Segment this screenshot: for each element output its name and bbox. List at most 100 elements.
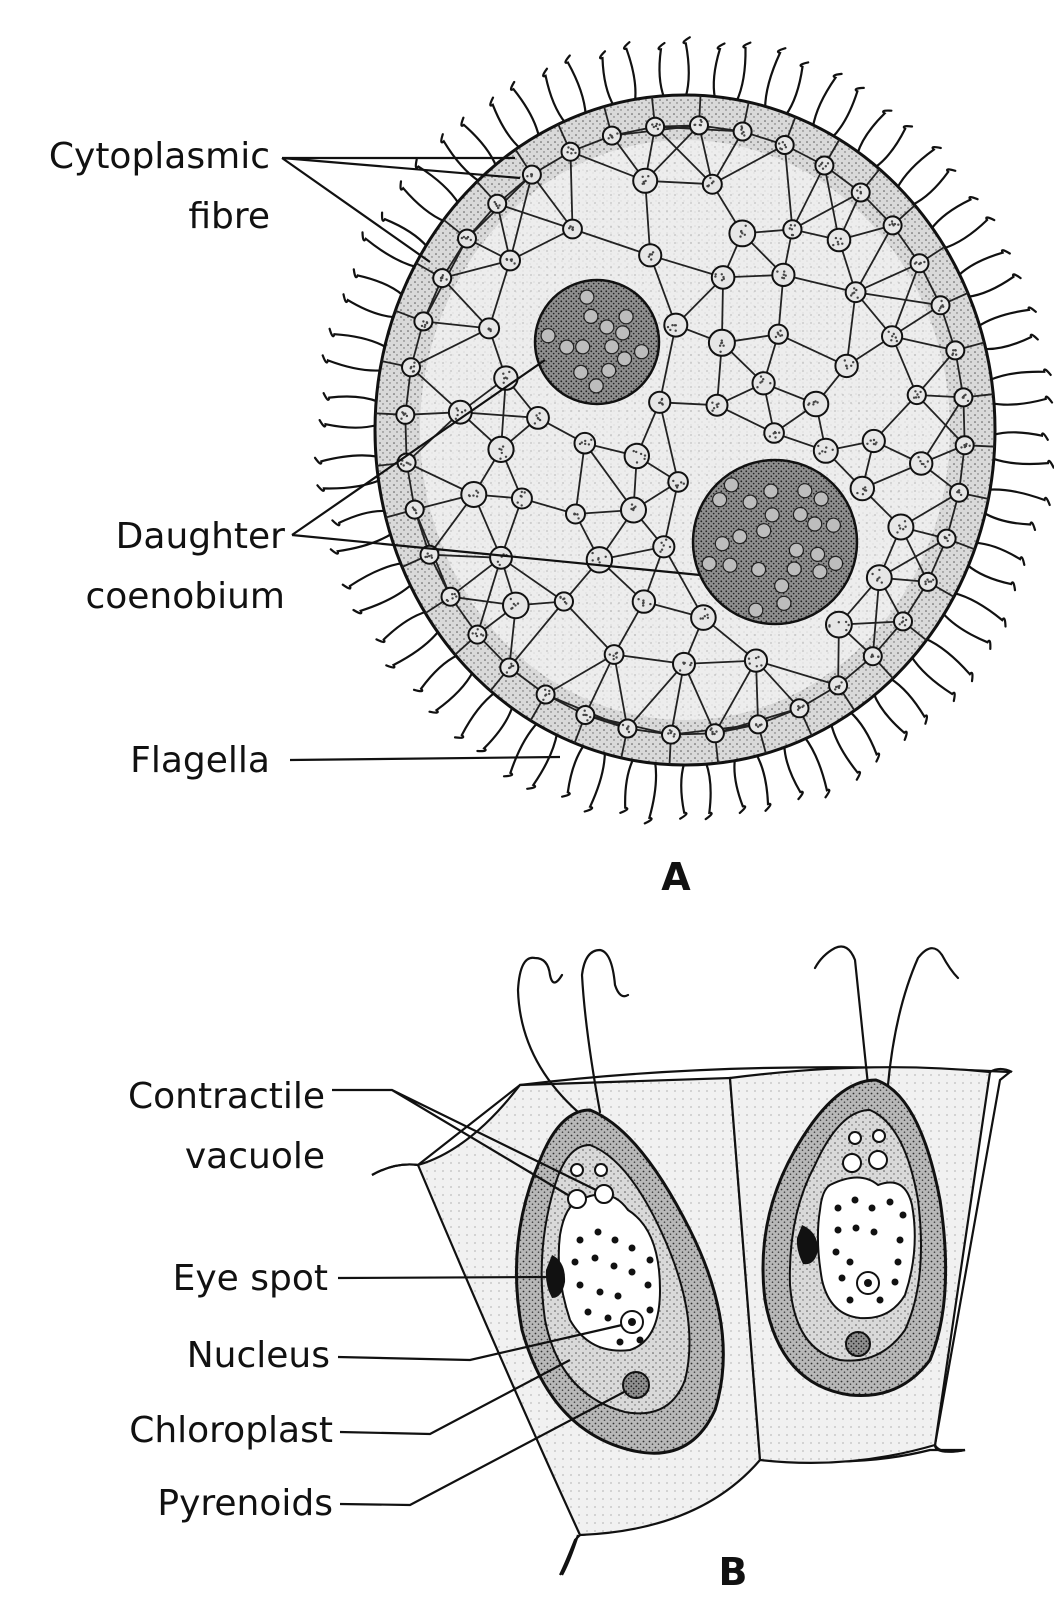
vegetative-cell [826, 612, 852, 638]
vegetative-cell [537, 686, 555, 704]
vegetative-cell [954, 388, 972, 406]
vegetative-cell [605, 645, 624, 664]
vegetative-cell [910, 452, 932, 474]
flagellum [784, 745, 802, 799]
vegetative-cell [523, 166, 541, 184]
flagellum [954, 593, 1006, 627]
label-fibre: fibre [188, 196, 270, 237]
flagellum [925, 639, 972, 682]
panel-b: Contractile vacuole Eye spot Nucleus Chl… [128, 947, 1012, 1595]
vegetative-cell [625, 444, 649, 468]
zooid-right-cytoplasm [818, 1178, 915, 1319]
daughter-cell [618, 352, 632, 366]
vegetative-cell [442, 588, 460, 606]
daughter-cell [757, 524, 771, 538]
vegetative-cell [729, 221, 755, 247]
vegetative-cell [884, 216, 902, 234]
zooid-left-contractile-vacuole-2 [595, 1185, 613, 1203]
daughter-cell [560, 340, 574, 354]
vegetative-cell [633, 169, 657, 193]
vegetative-cell [563, 220, 582, 239]
flagellum [897, 147, 941, 188]
vegetative-cell [662, 726, 680, 744]
label-flagella: Flagella [130, 740, 270, 781]
zooid-left-pyrenoid [623, 1372, 649, 1398]
wall-edge-bottom-left [562, 1535, 578, 1575]
zooid-right-contractile-vacuole-2 [869, 1151, 887, 1169]
flagellum [874, 693, 907, 740]
flagellum [430, 672, 474, 713]
vegetative-cell [562, 143, 580, 161]
flagellum [890, 678, 927, 723]
flagellum [477, 706, 512, 751]
vegetative-cell [734, 123, 752, 141]
flagellum [967, 274, 1020, 297]
flagellum [565, 56, 585, 115]
flagellum [562, 745, 584, 797]
flagellum [620, 758, 633, 813]
flagellum [315, 455, 378, 463]
daughter-cell [789, 543, 803, 557]
vegetative-cell [633, 590, 655, 612]
label-contractile: Contractile [128, 1076, 325, 1117]
label-daughter: Daughter [116, 516, 286, 557]
flagellum [857, 111, 891, 154]
daughter-coenobium-lower [693, 460, 857, 624]
flagellum [990, 369, 1051, 380]
flagellum [386, 631, 439, 668]
daughter-cell [765, 508, 779, 522]
daughter-cell [619, 310, 633, 324]
flagellum [875, 126, 912, 168]
zooid-left-contractile-vacuole-3 [571, 1164, 583, 1176]
zooid-right-contractile-vacuole-3 [849, 1132, 861, 1144]
vegetative-cell [673, 653, 695, 675]
vegetative-cell [956, 436, 974, 454]
flagellum [734, 759, 745, 813]
daughter-cell [616, 326, 630, 340]
daughter-cell [723, 558, 737, 572]
flagellum [765, 48, 785, 108]
daughter-cell [724, 478, 738, 492]
vegetative-cell [575, 433, 596, 454]
leader-eye-spot [338, 1277, 548, 1278]
flagellum [992, 458, 1054, 467]
flagellum [680, 763, 686, 819]
flagellum [511, 82, 539, 137]
zooid-right-flagellum-1 [815, 947, 868, 1086]
daughter-cell [715, 537, 729, 551]
vegetative-cell [488, 195, 506, 213]
vegetative-cell [932, 296, 950, 314]
flagellum [330, 329, 387, 348]
vegetative-cell [664, 314, 687, 337]
zooid-left-nucleolus [628, 1318, 636, 1326]
vegetative-cell [490, 547, 512, 569]
flagellum [320, 420, 377, 428]
vegetative-cell [804, 392, 829, 417]
vegetative-cell [512, 489, 532, 509]
flagellum [354, 269, 403, 295]
wall-edge-left [372, 1164, 418, 1175]
vegetative-cell [414, 312, 432, 330]
label-coenobium: coenobium [85, 576, 285, 617]
vegetative-cell [882, 326, 902, 346]
zooid-right-flagellum-2 [888, 948, 958, 1085]
flagellum [600, 51, 614, 106]
vegetative-cell [829, 676, 847, 694]
vegetative-cell [950, 484, 968, 502]
flagellum [363, 232, 417, 267]
flagellum [323, 355, 382, 370]
vegetative-cell [587, 547, 612, 572]
flagellum [943, 218, 994, 249]
flagellum [659, 43, 665, 98]
flagellum [984, 335, 1038, 349]
flagellum [831, 723, 860, 780]
flagellum [992, 397, 1052, 405]
vegetative-cell [709, 330, 735, 356]
daughter-cell [733, 530, 747, 544]
leader-flagella [290, 757, 560, 760]
daughter-cell [589, 379, 603, 393]
wall-edge-bottom-right [935, 1445, 965, 1452]
vegetative-cell [396, 406, 414, 424]
flagellum [504, 723, 538, 777]
